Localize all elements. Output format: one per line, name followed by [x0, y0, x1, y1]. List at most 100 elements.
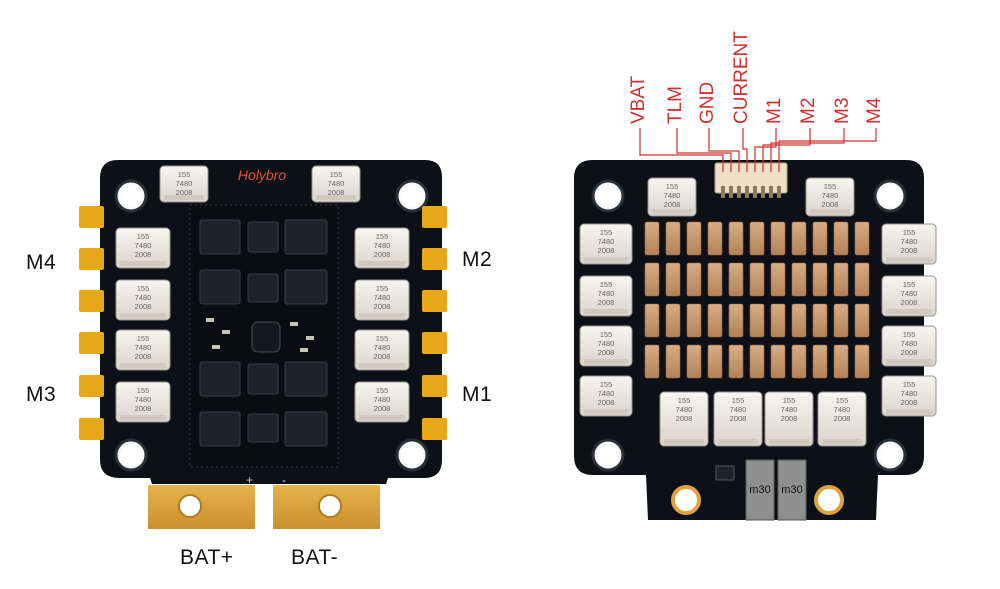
cap-marking: 7480	[135, 241, 152, 250]
cap-marking: 7480	[135, 343, 152, 352]
cap-marking: 2008	[328, 188, 345, 197]
label-bat-plus: BAT+	[180, 546, 234, 569]
cap-marking: 7480	[374, 241, 391, 250]
heatsink-fin	[854, 344, 870, 379]
cap-marking: 2008	[374, 352, 391, 361]
right-small-ic	[715, 465, 735, 481]
cap-marking: 2008	[598, 398, 615, 407]
cap-marking: 155	[903, 330, 916, 339]
label-m4: M4	[26, 251, 57, 274]
left-motor-pads-m2-m1	[422, 206, 447, 440]
cap-marking: 2008	[598, 298, 615, 307]
left-mounting-hole-tl	[114, 179, 148, 213]
right-bat-hole-right	[814, 485, 844, 515]
cap-marking: 155	[137, 232, 150, 241]
pin-leader-line	[708, 128, 740, 172]
heatsink-fin	[854, 303, 870, 338]
cap-marking: 7480	[676, 405, 693, 414]
cap-marking: 155	[178, 170, 191, 179]
cap-marking: 2008	[135, 302, 152, 311]
connector-pin	[721, 186, 725, 198]
heatsink-fin	[812, 221, 828, 256]
cap-marking: 155	[783, 396, 796, 405]
pin-label-m3: M3	[832, 97, 853, 124]
shunt-marking-left: m30	[749, 484, 770, 496]
heatsink-fin	[770, 262, 786, 297]
cap-marking: 7480	[901, 237, 918, 246]
heatsink-fin	[854, 221, 870, 256]
cap-marking: 7480	[328, 179, 345, 188]
cap-marking: 2008	[901, 398, 918, 407]
pin-label-current: CURRENT	[731, 31, 752, 124]
cap-marking: 7480	[664, 191, 681, 200]
heatsink-fin	[791, 221, 807, 256]
cap-marking: 7480	[730, 405, 747, 414]
cap-marking: 2008	[598, 348, 615, 357]
silk-plus: +	[246, 473, 253, 487]
cap-marking: 7480	[598, 237, 615, 246]
heatsink-fin	[728, 221, 744, 256]
heatsink-fin	[707, 262, 723, 297]
pin-leader-line	[778, 128, 877, 172]
left-brand-logo: Holybro	[238, 167, 286, 183]
cap-marking: 2008	[822, 200, 839, 209]
heatsink-fin	[686, 221, 702, 256]
cap-marking: 2008	[664, 200, 681, 209]
shunt-resistor-right	[777, 459, 807, 521]
cap-marking: 7480	[822, 191, 839, 200]
cap-marking: 2008	[901, 246, 918, 255]
pin-label-m4: M4	[864, 97, 885, 124]
cap-marking: 155	[137, 334, 150, 343]
cap-marking: 2008	[135, 404, 152, 413]
cap-marking: 2008	[374, 404, 391, 413]
heatsink-fin	[791, 344, 807, 379]
connector-pin	[729, 186, 733, 198]
cap-marking: 155	[137, 386, 150, 395]
left-small-components	[206, 318, 314, 352]
cap-marking: 155	[903, 228, 916, 237]
heatsink-fin	[665, 221, 681, 256]
heatsink-fin	[749, 303, 765, 338]
cap-marking: 7480	[374, 343, 391, 352]
heatsink-grid	[644, 221, 870, 379]
cap-marking: 2008	[901, 298, 918, 307]
connector-pin	[753, 186, 757, 198]
heatsink-fin	[791, 262, 807, 297]
left-esc-board: Holybro 15574802008155748020081557480200…	[79, 160, 447, 529]
cap-marking: 7480	[901, 389, 918, 398]
pin-label-vbat: VBAT	[628, 75, 649, 124]
heatsink-fin	[833, 303, 849, 338]
connector-pin	[745, 186, 749, 198]
heatsink-fin	[707, 303, 723, 338]
pin-label-tlm: TLM	[665, 86, 686, 124]
heatsink-fin	[728, 344, 744, 379]
cap-marking: 2008	[834, 414, 851, 423]
heatsink-fin	[749, 221, 765, 256]
cap-marking: 2008	[676, 414, 693, 423]
cap-marking: 7480	[374, 293, 391, 302]
left-mounting-hole-bl	[114, 438, 148, 472]
pin-leader-line	[676, 128, 732, 172]
left-mounting-hole-br	[395, 438, 429, 472]
bat-plus-hole	[178, 494, 202, 518]
connector-pin	[761, 186, 765, 198]
cap-marking: 7480	[901, 289, 918, 298]
heatsink-fin	[833, 344, 849, 379]
label-m3: M3	[26, 383, 57, 406]
